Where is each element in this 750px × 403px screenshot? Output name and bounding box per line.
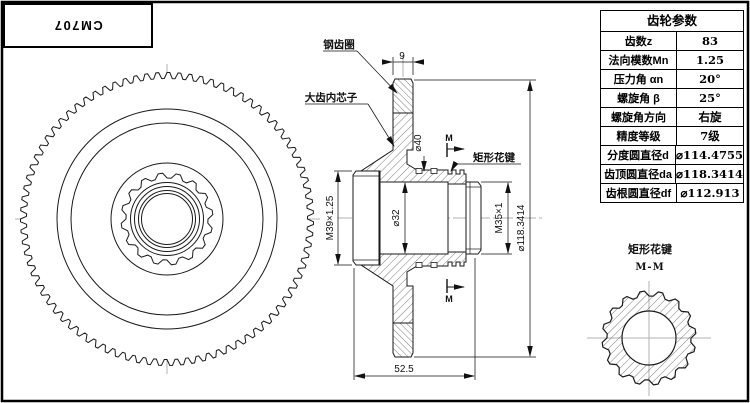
param-value: ⌀112.913 — [680, 186, 740, 200]
hub-step-circle-2 — [134, 186, 200, 252]
mm-spline-view — [587, 281, 711, 396]
table-row: 压力角 αn 20° — [601, 69, 743, 88]
table-title: 齿轮参数 — [646, 14, 697, 28]
param-value: 1.25 — [695, 53, 724, 67]
callout-gear-ring: 钢齿圈 — [323, 38, 398, 94]
ring-tooth-bottom — [392, 322, 414, 358]
svg-text:9: 9 — [399, 51, 405, 62]
dim-hub-length: 52.5 — [353, 258, 476, 380]
param-value: ⌀118.3414 — [676, 167, 743, 181]
callout-spline: 矩形花键 — [450, 151, 521, 172]
table-row: 齿顶圆直径da ⌀118.3414 — [601, 164, 743, 183]
gear-rim-circle — [56, 108, 278, 330]
param-value: 7级 — [700, 129, 720, 143]
groove-bottom-2 — [430, 262, 438, 268]
groove-top-2 — [430, 168, 438, 174]
gear-parameter-table: 齿轮参数 齿数z 83 法向模数Mn 1.25 压力角 αn 20° 螺旋角 β… — [600, 10, 744, 203]
title-block-box — [3, 3, 153, 48]
param-label: 螺旋角 β — [601, 89, 677, 107]
mm-spline-section — [601, 290, 697, 386]
svg-text:⌀118.3414: ⌀118.3414 — [516, 204, 527, 251]
table-row: 分度圆直径d ⌀114.4755 — [601, 145, 743, 164]
param-value: 20° — [699, 72, 721, 86]
svg-text:⌀32: ⌀32 — [391, 209, 402, 227]
svg-text:钢齿圈: 钢齿圈 — [323, 38, 355, 51]
param-label: 齿根圆直径df — [601, 184, 677, 202]
groove-top-1 — [415, 168, 423, 174]
mm-view-caption: 矩形花键 M-M — [605, 241, 695, 273]
table-row: 齿根圆直径df ⌀112.913 — [601, 183, 743, 202]
param-value: ⌀114.4755 — [676, 148, 743, 162]
svg-text:52.5: 52.5 — [394, 364, 414, 375]
table-row: 法向模数Mn 1.25 — [601, 50, 743, 69]
param-label: 齿顶圆直径da — [601, 165, 677, 183]
dim-bore: ⌀32 — [391, 182, 408, 254]
gear-web-circle — [70, 122, 264, 316]
gear-front-view — [15, 64, 320, 374]
hub-spline-outline — [120, 172, 214, 266]
section-mark-bottom: M — [445, 279, 465, 304]
param-label: 精度等级 — [601, 127, 677, 145]
hub-step-circle-1 — [130, 182, 204, 256]
dim-ring-width: 9 — [382, 51, 424, 75]
dim-m35: M35×1 — [481, 181, 512, 255]
param-label: 法向模数Mn — [601, 51, 677, 69]
svg-text:M35×1: M35×1 — [494, 202, 505, 233]
svg-text:M: M — [445, 133, 453, 143]
table-row: 齿数z 83 — [601, 31, 743, 50]
param-label: 螺旋角方向 — [601, 108, 677, 126]
svg-text:大齿内芯子: 大齿内芯子 — [305, 91, 358, 104]
callout-core: 大齿内芯子 — [305, 91, 395, 147]
param-label: 齿数z — [601, 32, 677, 50]
drawing-number: CM707 — [53, 18, 102, 33]
mm-view-section-name: M-M — [635, 262, 665, 273]
hub-outer-circle — [110, 162, 224, 276]
gear-teeth-outline — [20, 72, 315, 367]
table-row: 螺旋角方向 右旋 — [601, 107, 743, 126]
svg-text:⌀40: ⌀40 — [413, 134, 424, 152]
svg-text:M: M — [445, 294, 453, 304]
table-row: 螺旋角 β 25° — [601, 88, 743, 107]
groove-bottom-1 — [415, 262, 423, 268]
dim-m39: M39×1.25 — [325, 170, 352, 266]
param-value: 25° — [699, 91, 721, 105]
section-view: 9 ⌀40 M39×1.25 ⌀32 M35×1 — [305, 38, 545, 380]
m35-thread-stub — [465, 181, 482, 255]
ring-tooth-top — [392, 78, 414, 114]
param-value: 83 — [701, 34, 718, 48]
bore-32 — [379, 181, 449, 255]
svg-text:M39×1.25: M39×1.25 — [325, 195, 336, 240]
m39-thread-stub — [352, 170, 380, 266]
param-label: 压力角 αn — [601, 70, 677, 88]
mm-view-title: 矩形花键 — [628, 244, 672, 256]
param-value: 右旋 — [698, 110, 722, 124]
svg-text:矩形花键: 矩形花键 — [473, 151, 515, 164]
param-label: 分度圆直径d — [601, 146, 677, 164]
hub-step-circle-3 — [138, 190, 196, 248]
dim-groove-dia: ⌀40 — [413, 134, 427, 172]
hub-bore-circle — [141, 193, 193, 245]
table-row: 精度等级 7级 — [601, 126, 743, 145]
section-mark-top: M — [445, 133, 465, 157]
